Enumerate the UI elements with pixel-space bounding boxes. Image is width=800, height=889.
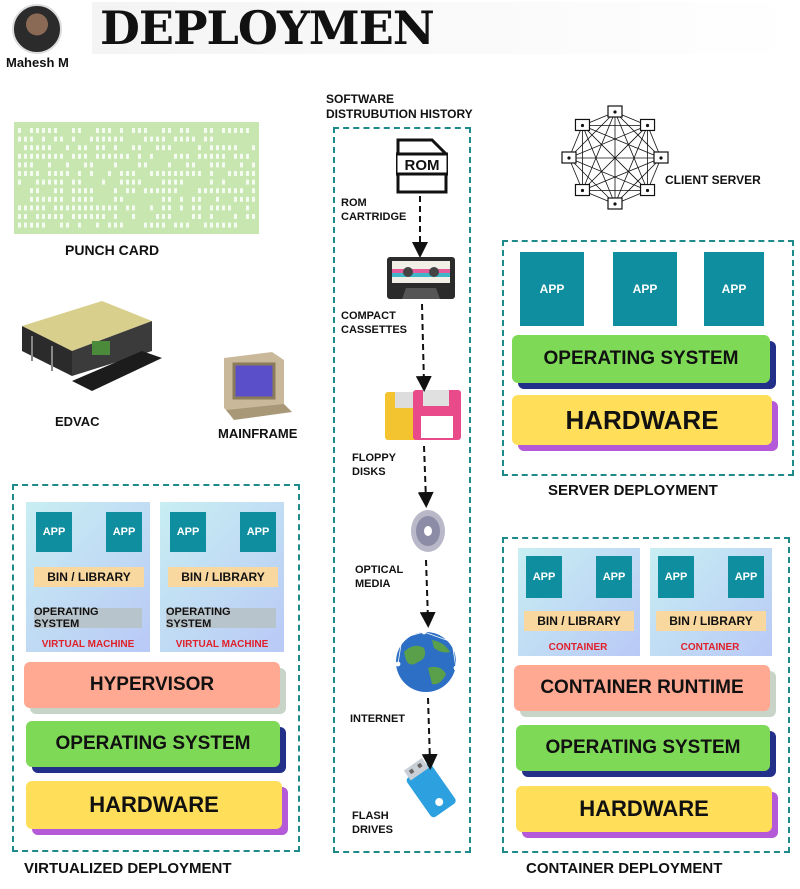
container-os-layer: OPERATING SYSTEM (516, 725, 770, 771)
mainframe-image (224, 352, 292, 420)
server-app-2: APP (613, 252, 677, 326)
vm1-label: VIRTUAL MACHINE (41, 639, 135, 650)
rom-file-icon: ROM (396, 138, 448, 194)
step-rom-line1: ROM (341, 197, 367, 209)
container-runtime-layer: CONTAINER RUNTIME (514, 665, 770, 711)
vm2-label: VIRTUAL MACHINE (175, 639, 269, 650)
step-flash-line2: DRIVES (352, 824, 393, 836)
history-title-line2: DISTRUBUTION HISTORY (326, 107, 473, 121)
client-server-label: CLIENT SERVER (665, 173, 761, 187)
cassette-icon (387, 257, 455, 299)
c2-bin-library: BIN / LIBRARY (656, 611, 766, 631)
step-optical-line1: OPTICAL (355, 564, 404, 576)
arrow-optical-to-internet (419, 559, 436, 628)
c1-label: CONTAINER (548, 642, 608, 653)
punch-card-label: PUNCH CARD (65, 242, 160, 258)
step-cassette-line1: COMPACT (341, 310, 396, 322)
vm2-app-1: APP (170, 512, 206, 552)
server-app-3: APP (704, 252, 764, 326)
history-timeline-box (333, 127, 471, 853)
c1-app-1: APP (526, 556, 562, 598)
server-deployment-box (502, 240, 794, 476)
virtualized-os-layer: OPERATING SYSTEM (26, 721, 280, 767)
server-deployment-caption: SERVER DEPLOYMENT (548, 482, 718, 499)
server-hardware-layer: HARDWARE (512, 395, 772, 445)
step-cassette-line2: CASSETTES (341, 324, 408, 336)
c1-app-2: APP (596, 556, 632, 598)
c2-label: CONTAINER (680, 642, 740, 653)
c2-app-2: APP (728, 556, 764, 598)
arrow-floppy-to-optical (417, 445, 434, 508)
vm2-operating-system: OPERATING SYSTEM (166, 606, 276, 630)
step-rom-line2: CARTRIDGE (341, 211, 407, 223)
client-server-network-image (561, 105, 669, 210)
internet-globe-icon (395, 629, 458, 692)
page-title: DEPLOYMEN (92, 2, 800, 54)
arrow-cassette-to-floppy (415, 303, 432, 392)
history-title-line1: SOFTWARE (326, 92, 394, 106)
virtualized-deployment-caption: VIRTUALIZED DEPLOYMENT (24, 860, 232, 877)
step-floppy-line2: DISKS (352, 466, 386, 478)
vm1-app-1: APP (36, 512, 72, 552)
edvac-image (22, 301, 162, 391)
edvac-label: EDVAC (55, 414, 100, 429)
container-deployment-caption: CONTAINER DEPLOYMENT (526, 860, 723, 877)
optical-disc-icon (411, 510, 445, 552)
rom-icon-text: ROM (405, 157, 440, 174)
mainframe-label: MAINFRAME (218, 426, 298, 441)
punch-card-image (14, 122, 259, 234)
vm1-bin-library: BIN / LIBRARY (34, 567, 144, 587)
vm2-bin-library: BIN / LIBRARY (168, 567, 278, 587)
hypervisor-layer: HYPERVISOR (24, 662, 280, 708)
container-deployment-box (502, 537, 790, 853)
arrow-internet-to-flash (421, 697, 438, 770)
step-internet-line1: INTERNET (350, 713, 405, 725)
timeline-arrows (412, 196, 438, 770)
vm1-operating-system: OPERATING SYSTEM (34, 606, 142, 630)
server-os-layer: OPERATING SYSTEM (512, 335, 770, 383)
vm2-app-2: APP (240, 512, 276, 552)
c2-app-1: APP (658, 556, 694, 598)
floppy-disks-icon (385, 390, 461, 440)
server-app-1: APP (520, 252, 584, 326)
virtualized-hardware-layer: HARDWARE (26, 781, 282, 829)
step-floppy-line1: FLOPPY (352, 452, 397, 464)
step-flash-line1: FLASH (352, 810, 389, 822)
vm1-app-2: APP (106, 512, 142, 552)
author-avatar (12, 4, 62, 54)
virtualized-deployment-box (12, 484, 300, 852)
container-hardware-layer: HARDWARE (516, 786, 772, 832)
c1-bin-library: BIN / LIBRARY (524, 611, 634, 631)
step-optical-line2: MEDIA (355, 578, 391, 590)
author-name: Mahesh M (6, 55, 69, 70)
